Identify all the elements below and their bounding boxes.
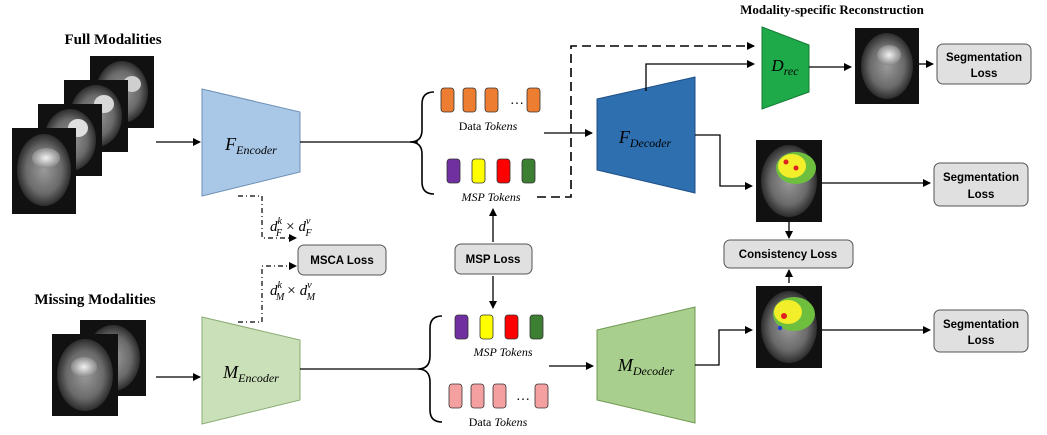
msp-token: [471, 158, 486, 184]
missing-encoder-to-msca-arrow: [238, 262, 297, 323]
full-decoder-label: FDecoder: [618, 127, 672, 150]
missing-msp-tokens: [454, 314, 544, 340]
msp-token: [529, 314, 544, 340]
missing-modality-images: [52, 320, 146, 416]
token-ellipsis: …: [510, 93, 524, 108]
full-modality-images: [12, 56, 154, 214]
reconstruction-decoder: Drec: [761, 26, 810, 110]
full-data-tokens-label: Data Tokens: [459, 119, 518, 133]
msp-to-reconstruction-dashed-arrow: [537, 42, 755, 198]
data-token: [492, 383, 507, 409]
data-token: [534, 383, 549, 409]
full-modalities-title: Full Modalities: [64, 32, 161, 48]
token-ellipsis: …: [516, 389, 530, 404]
msca-loss-text: MSCA Loss: [310, 255, 373, 267]
decoder-to-segmentation-arrow: [695, 134, 753, 190]
segmentation-loss-box-1: Segmentation Loss: [936, 43, 1032, 85]
missing-segmentation-image: [756, 286, 822, 368]
decoder-to-reconstruction-arrow: [645, 60, 755, 91]
data-token: [526, 87, 541, 113]
reconstruction-title: Modality-specific Reconstruction: [740, 2, 925, 17]
segmentation-loss-box-3: Segmentation Loss: [933, 309, 1029, 353]
data-token: [484, 87, 499, 113]
missing-modalities-title: Missing Modalities: [34, 292, 155, 308]
missing-data-tokens: …: [448, 383, 549, 409]
missing-encoder: MEncoder: [201, 316, 301, 425]
consistency-loss-text: Consistency Loss: [739, 249, 837, 261]
msp-token: [446, 158, 461, 184]
reconstructed-mri-image: [855, 28, 919, 104]
full-encoder: FEncoder: [201, 88, 301, 197]
msp-token: [496, 158, 511, 184]
data-token: [470, 383, 485, 409]
mri-slice-missing-2: [52, 334, 118, 416]
segmentation-loss-text: Segmentation: [943, 319, 1019, 331]
missing-encoder-label: MEncoder: [222, 362, 279, 385]
segmentation-loss-text: Loss: [971, 68, 998, 80]
data-token: [462, 87, 477, 113]
full-msp-tokens: [446, 158, 536, 184]
full-segmentation-image: [756, 140, 822, 222]
msp-token: [521, 158, 536, 184]
msp-token: [504, 314, 519, 340]
mri-slice-2: [64, 80, 128, 152]
msp-loss-box: MSP Loss: [454, 243, 533, 275]
msp-token: [454, 314, 469, 340]
data-token: [448, 383, 463, 409]
missing-tokens-brace: [417, 315, 443, 423]
full-tokens-brace: [409, 91, 435, 195]
segmentation-loss-text: Segmentation: [946, 52, 1022, 64]
segmentation-loss-text: Loss: [968, 335, 995, 347]
full-msp-tokens-label: MSP Tokens: [460, 190, 520, 204]
missing-decoder: MDecoder: [596, 306, 696, 424]
full-data-tokens: …: [440, 87, 541, 113]
full-encoder-to-msca-arrow: [238, 195, 297, 242]
msp-loss-text: MSP Loss: [466, 254, 521, 266]
full-decoder: FDecoder: [596, 76, 696, 194]
reconstruction-decoder-label: Drec: [770, 56, 799, 78]
data-token: [440, 87, 455, 113]
segmentation-loss-text: Loss: [968, 189, 995, 201]
missing-data-tokens-label: Data Tokens: [469, 415, 528, 429]
consistency-loss-box: Consistency Loss: [723, 239, 854, 269]
segmentation-loss-box-2: Segmentation Loss: [933, 162, 1029, 207]
full-encoder-label: FEncoder: [224, 134, 277, 157]
mri-slice-4: [12, 128, 76, 214]
missing-decoder-label: MDecoder: [617, 355, 675, 378]
segmentation-loss-text: Segmentation: [943, 172, 1019, 184]
msp-token: [479, 314, 494, 340]
missing-decoder-to-segmentation-arrow: [695, 326, 753, 366]
msca-loss-box: MSCA Loss: [297, 244, 387, 276]
missing-msp-tokens-label: MSP Tokens: [472, 345, 532, 359]
